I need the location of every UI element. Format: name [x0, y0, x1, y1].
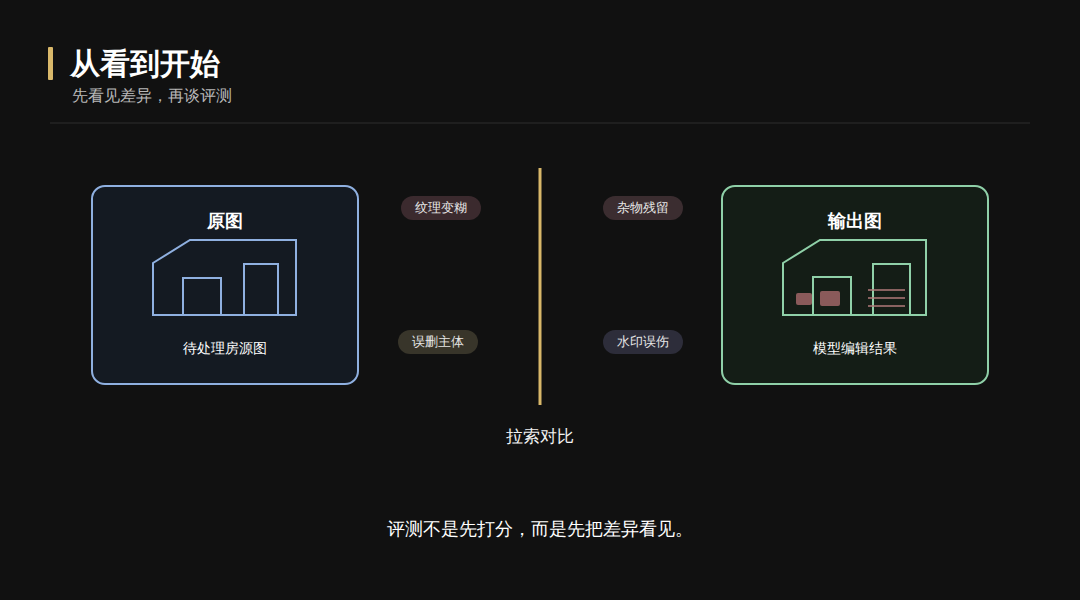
tag-text: 杂物残留 [617, 199, 669, 217]
panel-heading: 输出图 [723, 209, 987, 233]
issue-tag: 误删主体 [398, 330, 478, 354]
house-output [783, 240, 926, 315]
caption: 评测不是先打分，而是先把差异看见。 [387, 517, 693, 541]
image-panel: 原图待处理房源图 [91, 185, 359, 385]
issue-tag: 水印误伤 [603, 330, 683, 354]
tag-text: 误删主体 [412, 333, 464, 351]
panel-caption: 待处理房源图 [93, 340, 357, 358]
tag-text: 水印误伤 [617, 333, 669, 351]
subtitle: 先看见差异，再谈评测 [72, 86, 232, 107]
panel-heading: 原图 [93, 209, 357, 233]
title: 从看到开始 [70, 44, 220, 85]
tag-text: 纹理变糊 [415, 199, 467, 217]
house-original [153, 240, 296, 315]
slider-bar [539, 168, 542, 405]
panel-caption: 模型编辑结果 [723, 340, 987, 358]
issue-tag: 杂物残留 [603, 196, 683, 220]
title-accent-bar [48, 47, 53, 80]
leftover-clutter [796, 290, 905, 306]
issue-tag: 纹理变糊 [401, 196, 481, 220]
image-panel: 输出图模型编辑结果 [721, 185, 989, 385]
slider-label: 拉索对比 [506, 425, 574, 448]
divider [50, 123, 1030, 124]
